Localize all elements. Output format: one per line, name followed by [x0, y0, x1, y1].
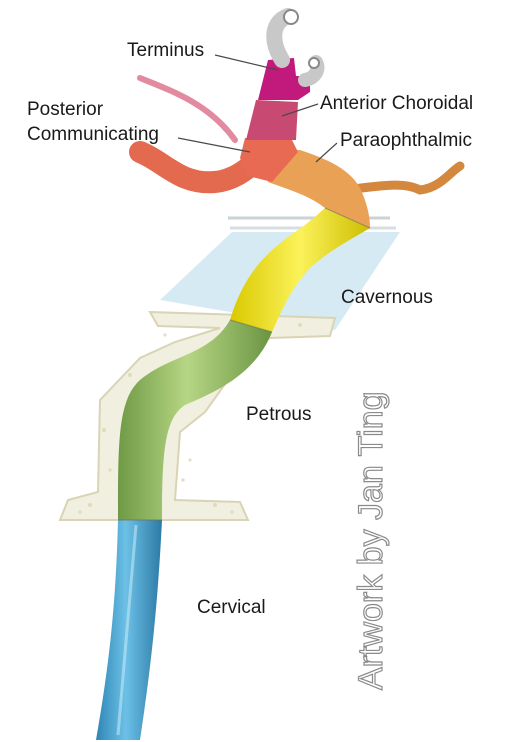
label-anterior-choroidal: Anterior Choroidal [320, 93, 473, 115]
label-petrous: Petrous [246, 404, 311, 426]
label-cavernous: Cavernous [341, 287, 433, 309]
anterior-choroidal-segment [246, 100, 298, 140]
label-cervical: Cervical [197, 597, 266, 619]
middle-cerebral-opening [309, 58, 319, 68]
artist-credit-text: Artwork by Jan Ting [352, 391, 390, 690]
artist-credit-watermark: Artwork by Jan Ting [352, 318, 392, 698]
label-terminus: Terminus [127, 40, 204, 62]
label-paraophthalmic: Paraophthalmic [340, 130, 472, 152]
label-posterior-communicating-line2: Communicating [27, 124, 159, 146]
anterior-cerebral-opening [284, 10, 298, 24]
communicating-left-branch [140, 152, 258, 182]
ophthalmic-branch [345, 166, 460, 190]
cervical-segment [96, 520, 162, 740]
label-posterior-communicating-line1: Posterior [27, 99, 103, 121]
